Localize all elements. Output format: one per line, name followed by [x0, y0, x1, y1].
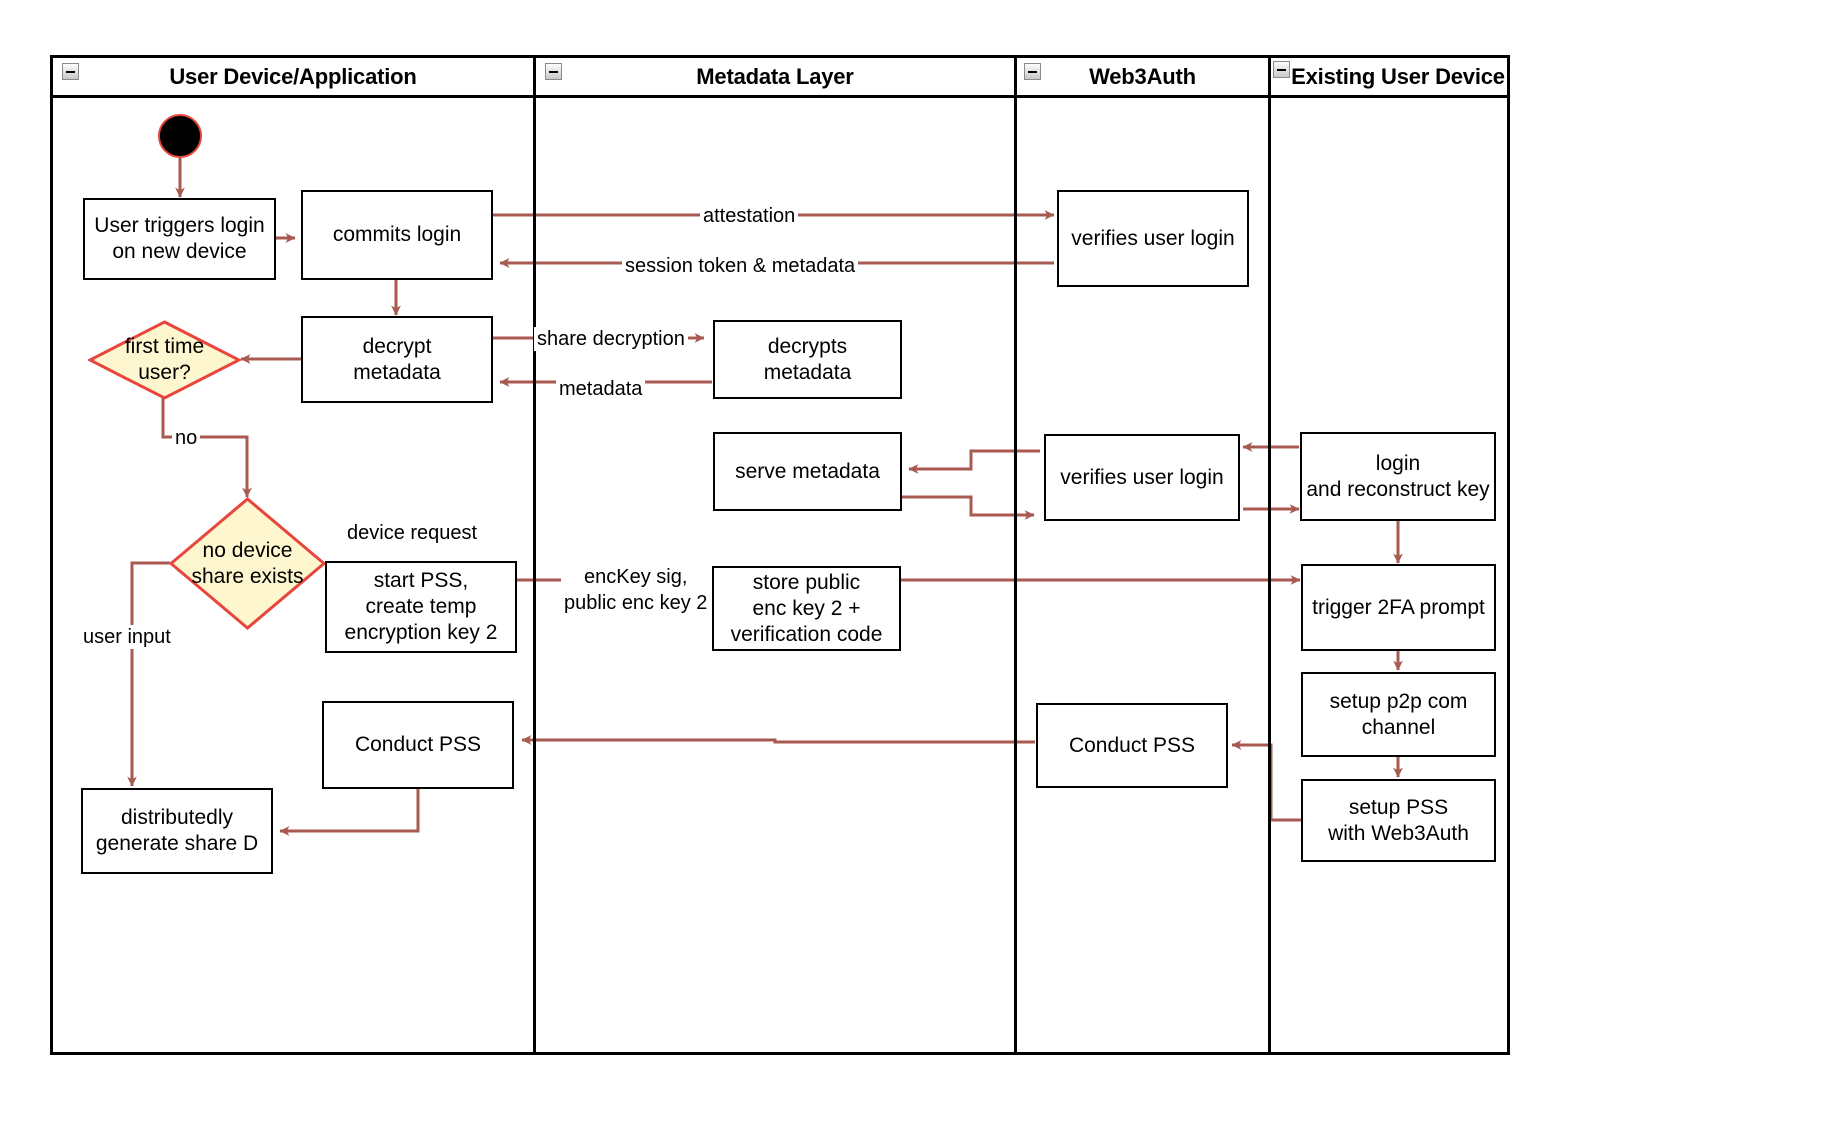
node-label: serve metadata: [735, 459, 880, 483]
edge-no-device-share-to-generate-share-d: [127, 561, 170, 787]
edge-first-time-user-to-no-device-share: [161, 398, 252, 498]
lane-divider-2: [1014, 55, 1017, 1055]
edge-label-user-input: user input: [80, 625, 174, 649]
lane-divider-1: [533, 55, 536, 1055]
lane-header-metadata[interactable]: Metadata Layer: [536, 55, 1014, 98]
node-label: decrypt metadata: [353, 334, 441, 384]
node-label: start PSS, create temp encryption key 2: [344, 569, 498, 644]
lane-header-user-device[interactable]: User Device/Application: [53, 55, 533, 98]
minus-icon-lane-existing-device[interactable]: [1273, 61, 1290, 78]
edge-label-metadata: metadata: [556, 377, 646, 401]
node-label: verifies user login: [1071, 226, 1235, 250]
lane-header-web3auth[interactable]: Web3Auth: [1017, 55, 1268, 98]
node-verifies-user-login-1[interactable]: verifies user login: [1057, 190, 1249, 287]
node-first-time-user[interactable]: first time user?: [86, 320, 243, 400]
node-label: User triggers login on new device: [94, 214, 265, 263]
minus-icon-lane-user-device[interactable]: [62, 63, 79, 80]
node-decrypts-metadata[interactable]: decrypts metadata: [713, 320, 902, 399]
node-label: store public enc key 2 + verification co…: [730, 570, 883, 646]
diamond-shape: [86, 320, 243, 400]
node-label: setup p2p com channel: [1329, 689, 1468, 739]
node-serve-metadata[interactable]: serve metadata: [713, 432, 902, 511]
start-node[interactable]: [158, 114, 202, 158]
edge-conduct-pss-web3auth-to-user: [521, 735, 1035, 745]
lane-header-rule: [50, 95, 1510, 98]
node-commits-login[interactable]: commits login: [301, 190, 493, 280]
lane-title-web3auth: Web3Auth: [1089, 63, 1196, 89]
edge-setup-pss-to-conduct-pss-web3auth: [1231, 740, 1303, 822]
node-label: login and reconstruct key: [1306, 451, 1490, 501]
node-store-public-enc-key[interactable]: store public enc key 2 + verification co…: [712, 566, 901, 651]
node-label: decrypts metadata: [763, 334, 852, 384]
swimlane-frame: [50, 55, 1510, 1055]
node-label: setup PSS with Web3Auth: [1328, 795, 1469, 845]
node-setup-pss-with-web3auth[interactable]: setup PSS with Web3Auth: [1301, 779, 1496, 862]
node-no-device-share-exists[interactable]: no device share exists: [168, 497, 327, 630]
lane-title-existing-device: Existing User Device: [1291, 63, 1505, 89]
edge-conduct-pss-to-generate-share-d: [279, 789, 420, 836]
node-label: verifies user login: [1060, 465, 1224, 489]
node-trigger-2fa-prompt[interactable]: trigger 2FA prompt: [1301, 564, 1496, 651]
lane-header-existing-device[interactable]: Existing User Device: [1288, 55, 1508, 98]
edge-label-session-token: session token & metadata: [622, 254, 859, 278]
node-conduct-pss-web3auth[interactable]: Conduct PSS: [1036, 703, 1228, 788]
node-label: commits login: [332, 223, 462, 246]
node-label: trigger 2FA prompt: [1312, 595, 1485, 619]
lane-divider-3: [1268, 55, 1271, 1055]
node-distributedly-generate-share-d[interactable]: distributedly generate share D: [81, 788, 273, 874]
edge-verifies-2-to-serve-metadata: [908, 449, 1040, 474]
node-conduct-pss-user-device[interactable]: Conduct PSS: [322, 701, 514, 789]
node-label: Conduct PSS: [354, 733, 482, 756]
node-label: distributedly generate share D: [95, 806, 259, 855]
edge-label-no: no: [172, 426, 201, 450]
node-decrypt-metadata[interactable]: decrypt metadata: [301, 316, 493, 403]
node-user-triggers-login[interactable]: User triggers login on new device: [83, 198, 276, 280]
diamond-shape: [168, 497, 327, 630]
lane-title-metadata: Metadata Layer: [696, 63, 854, 89]
edge-label-attestation: attestation: [700, 204, 799, 228]
node-label: Conduct PSS: [1068, 733, 1196, 757]
node-setup-p2p-com-channel[interactable]: setup p2p com channel: [1301, 672, 1496, 757]
edge-label-enckey-sig: encKey sig, public enc key 2: [561, 564, 711, 616]
node-start-pss-create-temp-key[interactable]: start PSS, create temp encryption key 2: [325, 561, 517, 653]
lane-title-user-device: User Device/Application: [169, 63, 417, 89]
node-verifies-user-login-2[interactable]: verifies user login: [1044, 434, 1240, 521]
minus-icon-lane-metadata[interactable]: [545, 63, 562, 80]
minus-icon-lane-web3auth[interactable]: [1024, 63, 1041, 80]
node-login-and-reconstruct-key[interactable]: login and reconstruct key: [1300, 432, 1496, 521]
edge-label-device-request: device request: [344, 521, 481, 545]
edge-serve-metadata-to-verifies-2: [901, 495, 1035, 520]
edge-label-share-decryption: share decryption: [534, 327, 688, 351]
